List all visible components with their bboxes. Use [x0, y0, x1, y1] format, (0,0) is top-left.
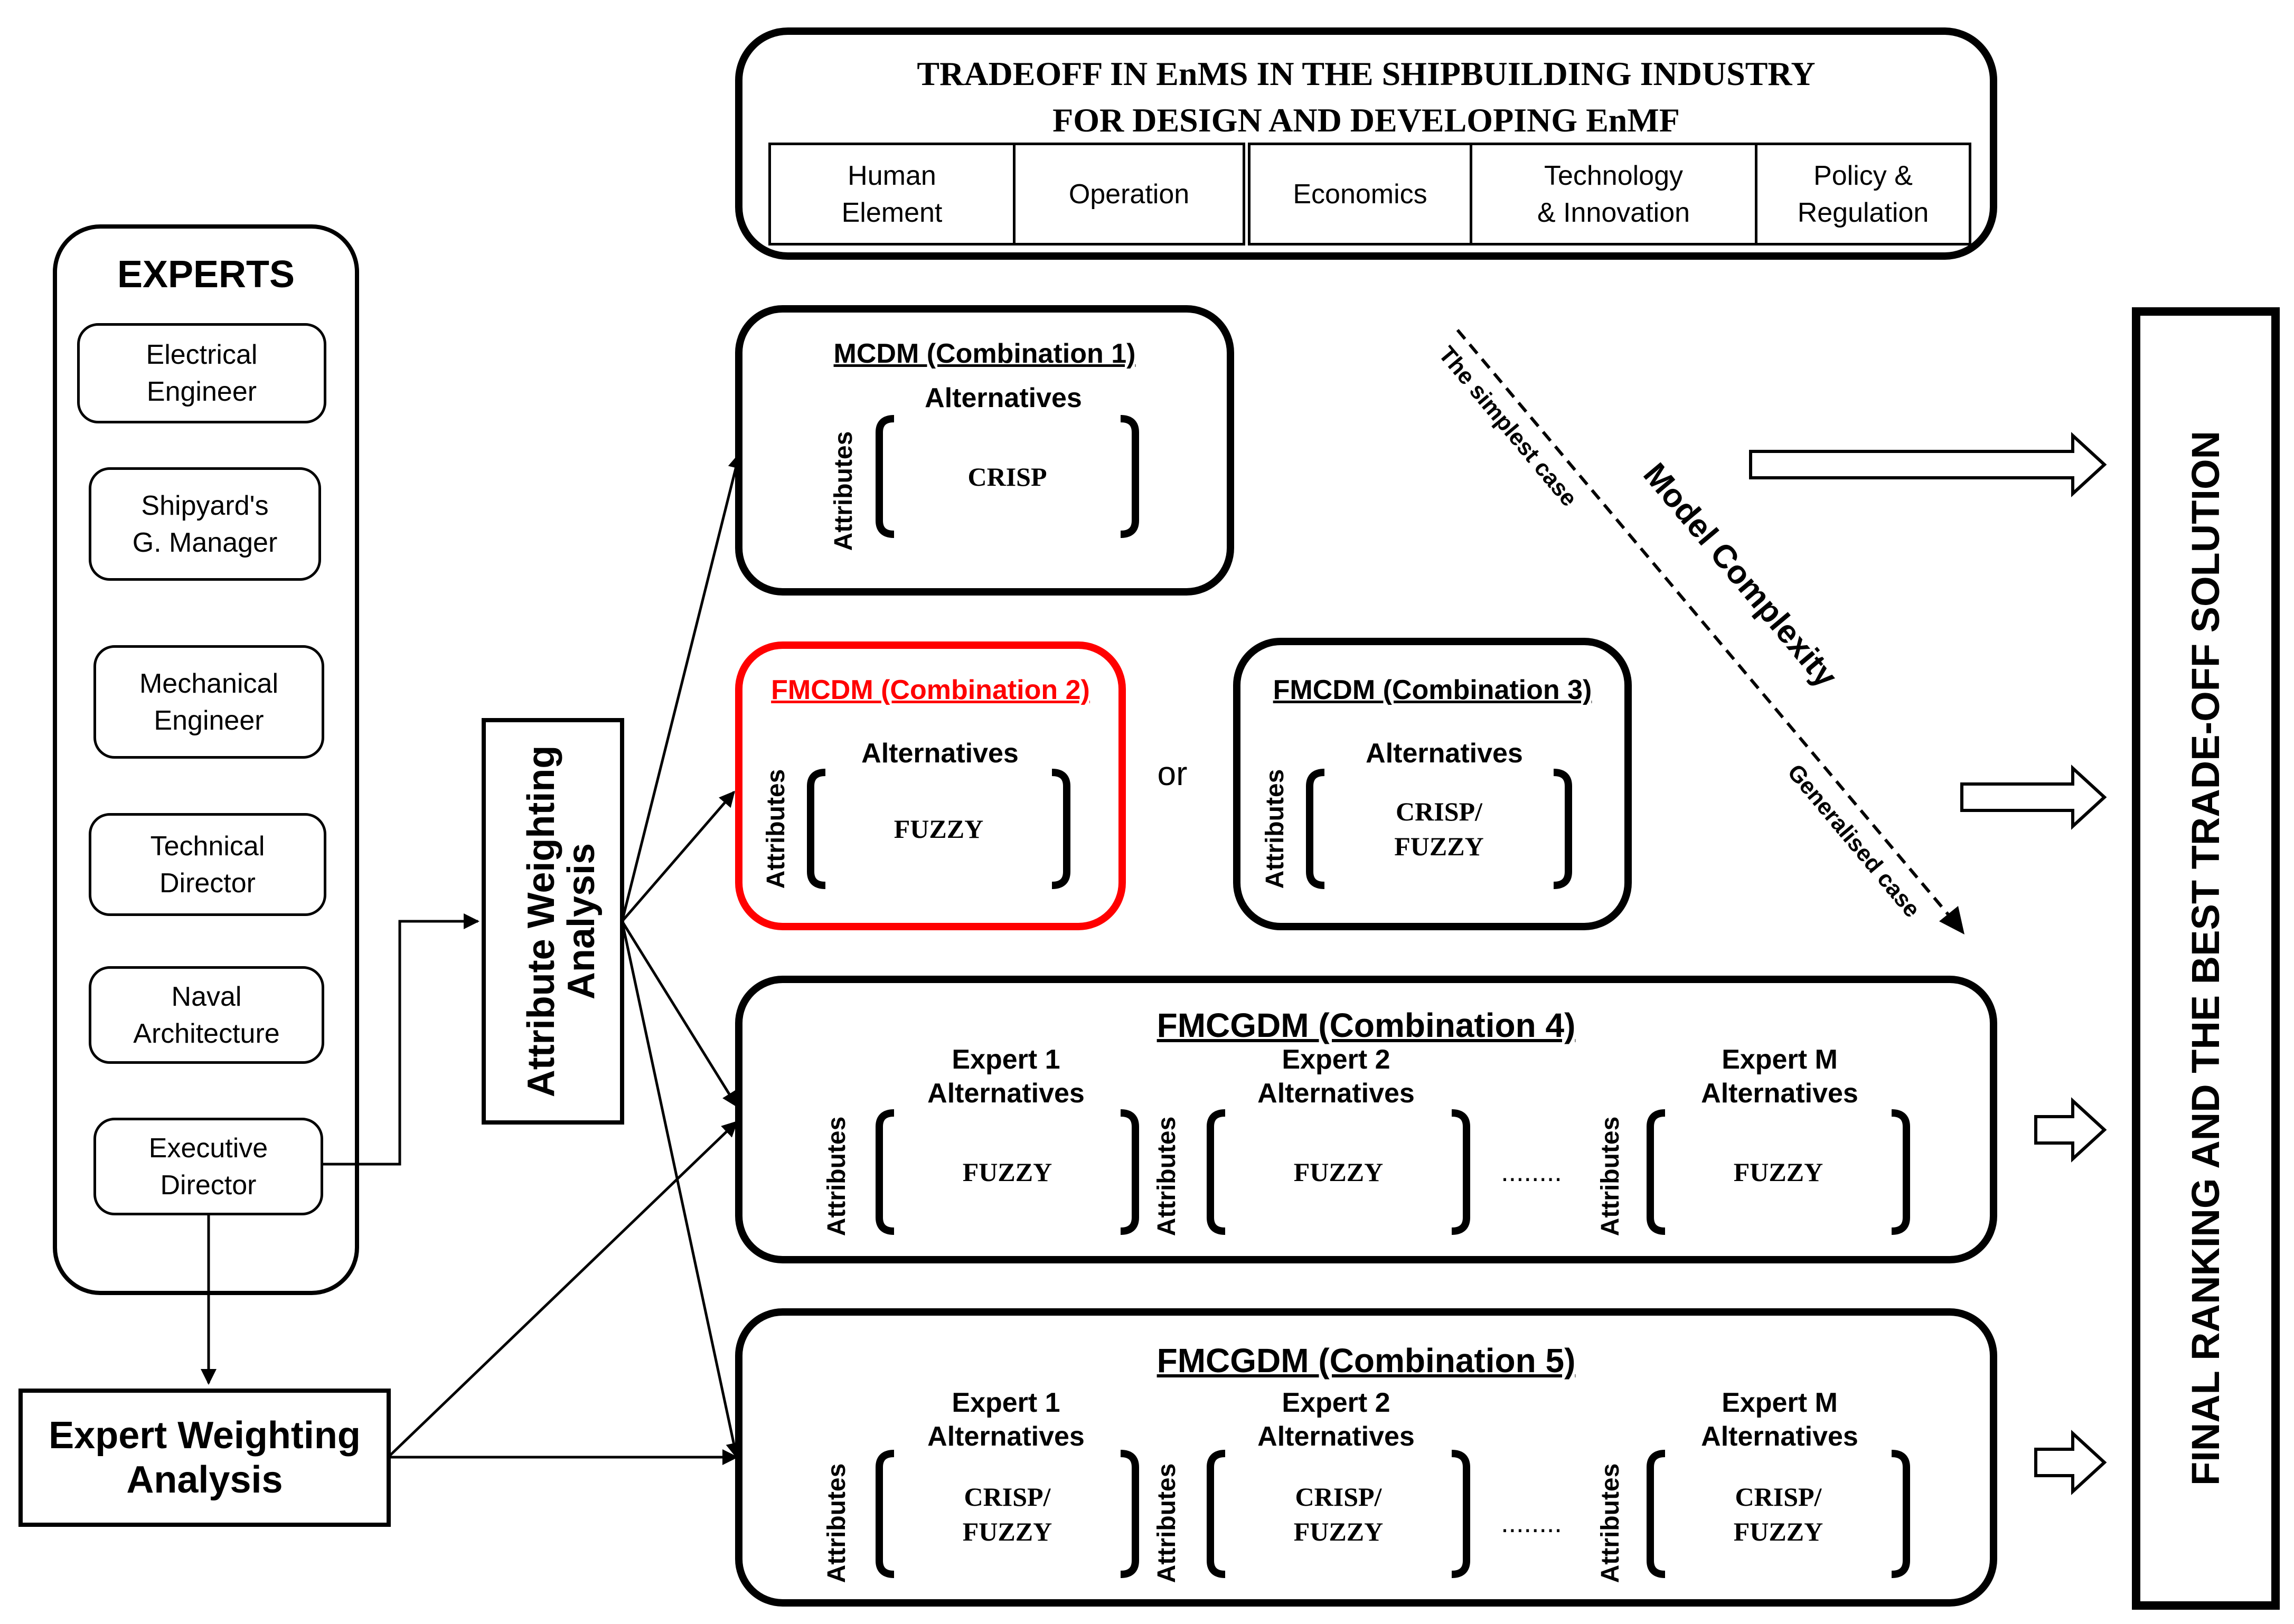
- combination-4-expert-m-brackets: [1647, 1109, 1910, 1235]
- combination-4-expert-m-attributes: Attributes: [1596, 1116, 1624, 1236]
- final-ranking-label: FINAL RANKING AND THE BEST TRADE-OFF SOL…: [2184, 431, 2227, 1486]
- combination-5-box: [735, 1308, 1997, 1607]
- combination-5-title: FMCGDM (Combination 5): [1157, 1342, 1576, 1380]
- model-complexity-arrow: [1456, 329, 1955, 922]
- category-operation: Operation: [1013, 143, 1245, 246]
- combination-5-expert-1-value: CRISP/ FUZZY: [962, 1481, 1052, 1546]
- tradeoff-title-line2: FOR DESIGN AND DEVELOPING EnMF: [1052, 101, 1680, 139]
- connector-attribute-to-combination-5: [620, 921, 742, 1459]
- combination-4-expert-m-label: Expert M Alternatives: [1701, 1044, 1858, 1109]
- connector-executive-to-attribute-weighting: [323, 913, 480, 1166]
- combination-4-box: [735, 976, 1997, 1263]
- combination-2-alternatives: Alternatives: [861, 738, 1019, 769]
- expert-technical-director: Technical Director: [89, 813, 326, 916]
- combination-4-title: FMCGDM (Combination 4): [1157, 1006, 1576, 1044]
- combination-1-attributes: Attributes: [830, 431, 858, 551]
- combination-1-box: [735, 305, 1234, 596]
- connector-attribute-to-combination-2: [621, 790, 735, 922]
- expert-naval-architecture: Naval Architecture: [89, 966, 324, 1064]
- combination-2-matrix-value: FUZZY: [894, 814, 984, 844]
- combination-5-expert-2-value: CRISP/ FUZZY: [1293, 1481, 1384, 1546]
- tradeoff-title-line1: TRADEOFF IN EnMS IN THE SHIPBUILDING IND…: [917, 55, 1816, 92]
- combination-4-expert-2-attributes: Attributes: [1153, 1116, 1181, 1236]
- combination-5-expert-m-label: Expert M Alternatives: [1701, 1387, 1858, 1452]
- expert-executive-director: Executive Director: [93, 1118, 323, 1215]
- combination-2-attributes: Attributes: [762, 769, 790, 889]
- output-arrow-combination-5: [2034, 1430, 2107, 1495]
- combination-2-title: FMCDM (Combination 2): [771, 675, 1090, 705]
- category-technology-innovation: Technology & Innovation: [1470, 143, 1757, 246]
- combination-3-matrix-value: CRISP/ FUZZY: [1394, 797, 1484, 861]
- combination-4-expert-1-brackets: [876, 1109, 1139, 1235]
- model-complexity-arrowhead: [1939, 906, 1964, 934]
- or-label: or: [1157, 754, 1188, 792]
- combination-4-expert-m-value: FUZZY: [1733, 1157, 1823, 1187]
- connector-attribute-to-combination-1: [620, 452, 744, 922]
- output-arrow-combinations-2-3: [1960, 764, 2107, 830]
- experts-panel: [53, 224, 359, 1295]
- combination-5-ellipsis: ........: [1501, 1508, 1562, 1538]
- expert-electrical-engineer: Electrical Engineer: [77, 323, 326, 423]
- expert-mechanical-engineer: Mechanical Engineer: [93, 645, 324, 759]
- combination-1-title: MCDM (Combination 1): [833, 338, 1136, 369]
- combination-4-expert-1-attributes: Attributes: [823, 1116, 851, 1236]
- combination-5-expert-2-attributes: Attributes: [1153, 1463, 1181, 1583]
- final-ranking-box: [2132, 307, 2280, 1610]
- combination-1-matrix-brackets: [876, 415, 1139, 538]
- attribute-weighting-box: [482, 718, 624, 1125]
- combination-4-expert-2-value: FUZZY: [1293, 1157, 1384, 1187]
- connector-expert-to-combination-4: [387, 1120, 738, 1458]
- combination-5-expert-1-brackets: [876, 1450, 1139, 1578]
- combination-3-title: FMCDM (Combination 3): [1273, 675, 1592, 705]
- expert-weighting-box: Expert Weighting Analysis: [18, 1389, 391, 1527]
- combination-4-ellipsis: ........: [1501, 1157, 1562, 1187]
- combination-3-alternatives: Alternatives: [1366, 738, 1523, 769]
- combination-3-attributes: Attributes: [1261, 769, 1289, 889]
- output-arrow-combination-4: [2034, 1097, 2107, 1163]
- combination-4-expert-2-brackets: [1207, 1109, 1470, 1235]
- experts-title: EXPERTS: [117, 253, 295, 296]
- combination-5-expert-2-brackets: [1207, 1450, 1470, 1578]
- connector-attribute-to-combination-4: [620, 920, 738, 1108]
- output-arrow-combination-1: [1749, 432, 2107, 497]
- category-policy-regulation: Policy & Regulation: [1755, 143, 1971, 246]
- attribute-weighting-label: Attribute Weighting Analysis: [520, 745, 603, 1098]
- combination-3-matrix-brackets: [1306, 769, 1572, 889]
- combination-1-matrix-value: CRISP: [967, 461, 1047, 492]
- combination-5-expert-2-label: Expert 2 Alternatives: [1257, 1387, 1415, 1452]
- combination-4-expert-1-label: Expert 1 Alternatives: [927, 1044, 1085, 1109]
- combination-5-expert-1-attributes: Attributes: [823, 1463, 851, 1583]
- combination-5-expert-m-value: CRISP/ FUZZY: [1733, 1481, 1823, 1546]
- combination-4-expert-1-value: FUZZY: [962, 1157, 1052, 1187]
- category-economics: Economics: [1248, 143, 1472, 246]
- combination-5-expert-m-brackets: [1647, 1450, 1910, 1578]
- combination-4-expert-2-label: Expert 2 Alternatives: [1257, 1044, 1415, 1109]
- combination-5-expert-1-label: Expert 1 Alternatives: [927, 1387, 1085, 1452]
- combination-2-matrix-brackets: [807, 769, 1070, 889]
- combination-1-alternatives: Alternatives: [925, 383, 1082, 413]
- combination-5-expert-m-attributes: Attributes: [1596, 1463, 1624, 1583]
- expert-shipyard-manager: Shipyard's G. Manager: [89, 467, 321, 581]
- category-human-element: Human Element: [768, 143, 1016, 246]
